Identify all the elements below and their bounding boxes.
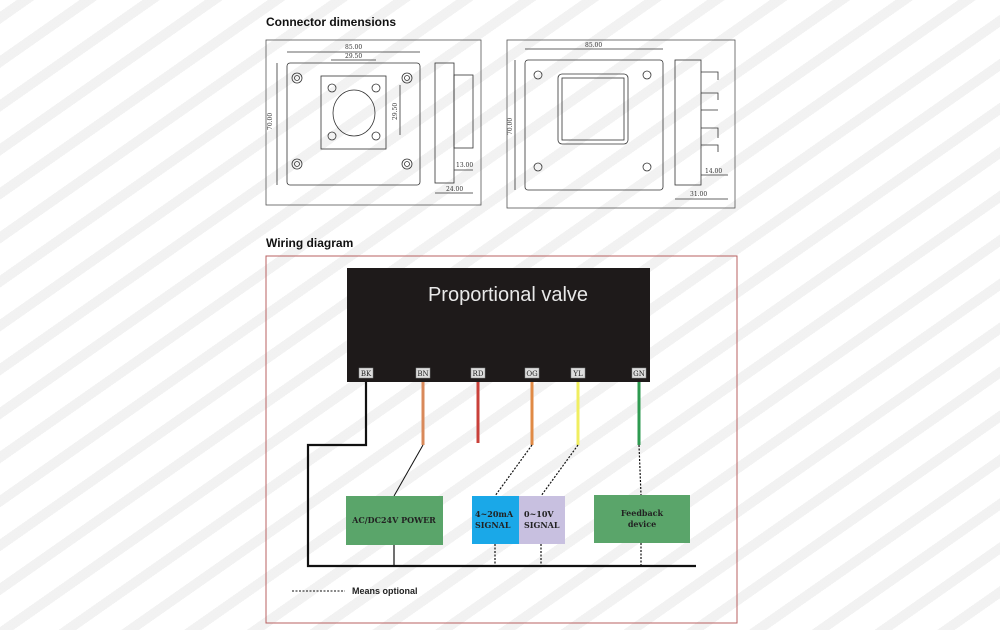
wire-terminal-gn xyxy=(631,367,647,379)
proportional-valve-block xyxy=(347,268,650,382)
dim-hole-h-left: 29.50 xyxy=(345,53,362,60)
wire-label-yl: YL xyxy=(572,370,583,378)
feedback-label-2: device xyxy=(628,519,656,529)
connector-dimensions-heading: Connector dimensions xyxy=(266,15,397,29)
wire-label-gn: GN xyxy=(633,370,645,378)
wire-label-rd: RD xyxy=(473,370,484,378)
wiring-diagram-heading: Wiring diagram xyxy=(266,236,354,250)
valve-label: Proportional valve xyxy=(428,284,588,306)
wire-terminal-bk xyxy=(358,367,374,379)
wire-terminal-rd xyxy=(470,367,486,379)
connector-drawing-left xyxy=(265,39,482,206)
wiring-frame xyxy=(265,255,738,624)
wire-terminal-yl xyxy=(570,367,586,379)
wire-terminal-bn xyxy=(415,367,431,379)
wire-label-bn: BN xyxy=(417,370,428,378)
connector-drawing-right xyxy=(506,39,736,209)
dim-height-right: 70.00 xyxy=(507,118,514,135)
ma-signal-box xyxy=(472,496,519,544)
dim-height-left: 70.00 xyxy=(267,113,274,130)
feedback-label-1: Feedback xyxy=(621,508,664,518)
legend-optional: Means optional xyxy=(352,586,418,596)
wire-label-bk: BK xyxy=(361,370,372,378)
dim-depth2-left: 24.00 xyxy=(446,186,463,193)
v-signal-label-1: 0~10V xyxy=(524,509,554,519)
wire-label-og: OG xyxy=(526,370,538,378)
power-box xyxy=(346,496,443,545)
dim-depth1-left: 13.00 xyxy=(456,162,473,169)
ma-signal-label-1: 4~20mA xyxy=(475,509,514,519)
wires: BK BN RD OG YL GN xyxy=(358,367,647,445)
ma-signal-label-2: SIGNAL xyxy=(475,520,511,530)
dim-width-right: 85.00 xyxy=(585,42,602,49)
v-signal-box xyxy=(519,496,565,544)
v-signal-label-2: SIGNAL xyxy=(524,520,560,530)
feedback-box xyxy=(594,495,690,543)
dim-depth2-right: 31.00 xyxy=(690,191,707,198)
connection-lines xyxy=(292,382,696,592)
dim-width-left: 85.00 xyxy=(345,44,362,51)
wire-terminal-og xyxy=(524,367,540,379)
dim-hole-v-left: 29.50 xyxy=(392,103,399,120)
power-label: AC/DC24V POWER xyxy=(351,515,436,525)
dim-depth1-right: 14.00 xyxy=(705,168,722,175)
